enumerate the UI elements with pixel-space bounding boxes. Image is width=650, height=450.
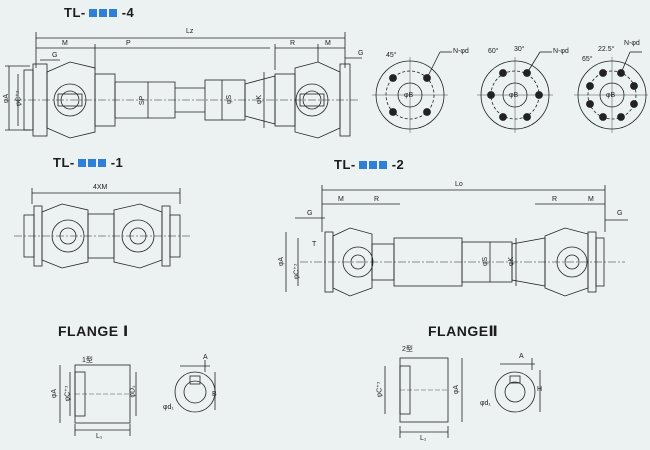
tl4-shaft-drawing xyxy=(5,32,362,139)
angle-label: 60° xyxy=(488,48,499,55)
model-placeholder-boxes xyxy=(77,158,108,167)
dim-lo: Lo xyxy=(455,181,463,188)
dim-r: R xyxy=(290,40,296,47)
bolt-hole-label: N-φd xyxy=(553,48,569,55)
dim-h: H xyxy=(537,386,543,393)
bolt-hole-label: N-φd xyxy=(453,48,469,55)
title-tl1: TL- -1 xyxy=(53,155,124,170)
model-placeholder-boxes xyxy=(358,160,389,169)
dim-b: B xyxy=(212,391,217,398)
title-tl2: TL- -2 xyxy=(334,157,405,172)
title-flange-1: FLANGE Ⅰ xyxy=(58,323,129,339)
dim-phi-d1-bore: φd₁ xyxy=(163,404,174,411)
angle-label: 65° xyxy=(582,56,593,63)
dim-phi-a: φA xyxy=(3,93,11,104)
dim-sp: SP xyxy=(139,95,147,106)
dim-a: A xyxy=(203,354,208,361)
flange-face-circles xyxy=(372,51,648,133)
dim-r: R xyxy=(374,196,380,203)
dim-g: G xyxy=(307,210,313,217)
bolt-hole-label: N-φd xyxy=(624,40,640,47)
dim-phi-a: φA xyxy=(278,256,286,267)
angle-label: 30° xyxy=(514,46,525,53)
dim-phi-k: φK xyxy=(508,256,516,267)
dim-g: G xyxy=(52,52,58,59)
flange1-drawing xyxy=(59,360,216,436)
title-flange-2: FLANGEⅡ xyxy=(428,323,499,339)
angle-label: 22.5° xyxy=(598,46,615,53)
dim-g: G xyxy=(358,50,364,57)
dim-phi-a: φA xyxy=(51,388,59,399)
dim-phi-c: φC⁺⁷ xyxy=(293,263,301,280)
dim-lz: Lz xyxy=(186,28,194,35)
dim-phi-a: φA xyxy=(453,384,461,395)
dim-phi-s: φS xyxy=(226,94,234,105)
dim-phi-c: φC⁺⁷ xyxy=(376,381,384,398)
dim-a: A xyxy=(519,353,524,360)
dim-phi-s: φS xyxy=(482,256,490,267)
flange-type-label: 1型 xyxy=(82,357,93,364)
pitch-diameter-label: φB xyxy=(404,92,414,99)
dim-m: M xyxy=(325,40,331,47)
tl1-shaft-drawing xyxy=(14,188,190,269)
flange2-drawing xyxy=(384,357,541,438)
dim-g: G xyxy=(617,210,623,217)
dim-l1: L₁ xyxy=(420,435,427,442)
dim-phi-k: φK xyxy=(256,94,264,105)
angle-label: 45° xyxy=(386,52,397,59)
dim-4xm: 4XM xyxy=(93,184,108,191)
dim-l1: L₁ xyxy=(96,433,103,440)
dim-r: R xyxy=(552,196,558,203)
title-tl4: TL- -4 xyxy=(64,5,135,20)
dim-phi-c: φC⁺⁷ xyxy=(15,90,23,107)
dim-phi-d1-bore: φd₁ xyxy=(480,400,491,407)
dim-m: M xyxy=(62,40,68,47)
dim-phi-c: φC⁺⁷ xyxy=(64,385,72,402)
dim-m: M xyxy=(588,196,594,203)
dim-p: P xyxy=(126,40,131,47)
dim-t: T xyxy=(312,241,317,248)
dim-m: M xyxy=(338,196,344,203)
dim-phi-d1: φD₁ xyxy=(129,385,137,398)
pitch-diameter-label: φB xyxy=(606,92,616,99)
pitch-diameter-label: φB xyxy=(509,92,519,99)
flange-type-label: 2型 xyxy=(402,346,413,353)
tl2-shaft-drawing xyxy=(285,185,628,297)
model-placeholder-boxes xyxy=(88,8,119,17)
